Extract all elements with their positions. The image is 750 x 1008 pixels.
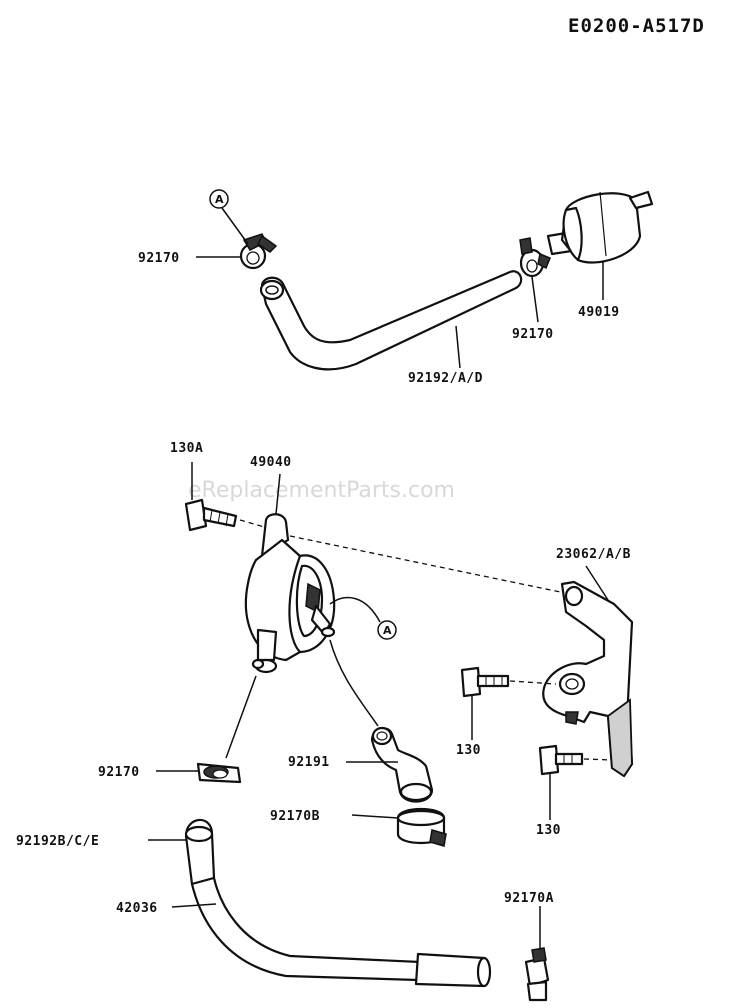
label-fuel-pump: 49040 — [250, 455, 292, 470]
bracket[interactable] — [542, 580, 634, 778]
clamp-top-right[interactable] — [519, 237, 551, 278]
hose-long[interactable] — [190, 876, 492, 988]
leader-pump-to-clamp — [225, 675, 257, 759]
label-bracket: 23062/A/B — [556, 547, 631, 562]
guide-bolt-130-1 — [509, 680, 557, 685]
label-hose-short: 92191 — [288, 755, 330, 770]
label-clamp-b: 92170B — [270, 809, 320, 824]
label-fuel-filter: 49019 — [578, 305, 620, 320]
clamp-a[interactable] — [524, 947, 550, 1002]
leader-bracket — [585, 565, 609, 601]
leader-fuel-pump — [275, 473, 281, 515]
clamp-top-left[interactable] — [239, 233, 278, 270]
clamp-b[interactable] — [396, 808, 447, 847]
label-bolt-130-2: 130 — [536, 823, 561, 838]
guide-pump-bracket — [289, 535, 571, 595]
label-bolt-130-1: 130 — [456, 743, 481, 758]
leader-hose-top — [455, 325, 461, 369]
label-hose-long: 42036 — [116, 901, 158, 916]
svg-text:A: A — [215, 193, 224, 206]
label-hose-lower: 92192B/C/E — [16, 834, 99, 849]
fuel-pump[interactable] — [244, 513, 336, 674]
watermark: eReplacementParts.com — [188, 478, 455, 503]
svg-text:A: A — [383, 624, 392, 637]
reference-marker-a-top: A — [209, 189, 249, 245]
bolt-130a[interactable] — [184, 498, 238, 532]
label-bolt-130a: 130A — [170, 441, 203, 456]
hose-lower[interactable] — [184, 818, 216, 886]
guide-bolt-130a — [239, 519, 269, 529]
diagram-code: E0200-A517D — [568, 15, 705, 37]
leader-hose-long — [171, 903, 217, 908]
label-clamp-mid: 92170 — [98, 765, 140, 780]
guide-bolt-130-2 — [583, 758, 613, 761]
label-clamp-a: 92170A — [504, 891, 554, 906]
leader-pump-to-hose-short — [329, 639, 379, 727]
bolt-130-1[interactable] — [460, 666, 510, 698]
hose-top[interactable] — [259, 270, 523, 371]
leader-clamp-b — [351, 814, 399, 819]
label-clamp-top-left: 92170 — [138, 251, 180, 266]
leader-clamp-top-right — [531, 276, 539, 323]
reference-marker-a-mid: A — [329, 596, 397, 640]
bolt-130-2[interactable] — [538, 744, 584, 776]
fuel-filter[interactable] — [546, 190, 654, 264]
hose-short[interactable] — [370, 726, 434, 803]
label-clamp-top-right: 92170 — [512, 327, 554, 342]
label-hose-top: 92192/A/D — [408, 371, 483, 386]
clamp-mid[interactable] — [196, 762, 242, 784]
